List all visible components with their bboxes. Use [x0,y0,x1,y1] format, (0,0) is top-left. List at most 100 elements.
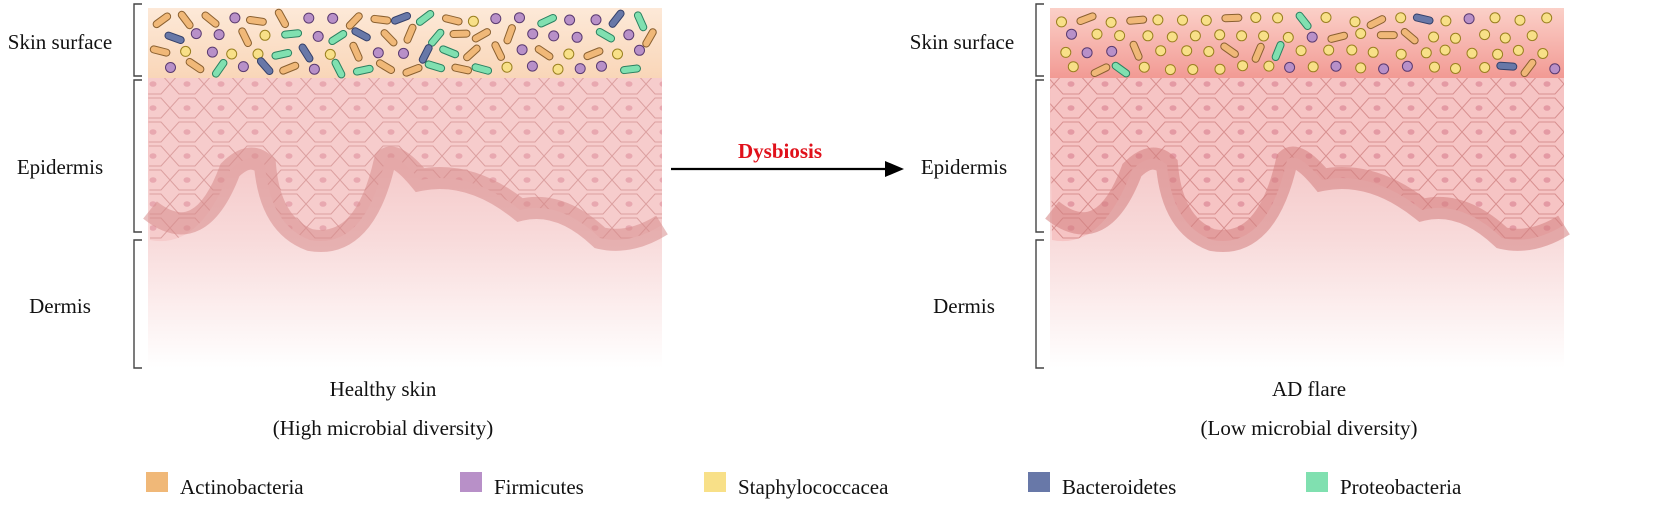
bacterium-firmicutes [564,14,576,26]
bacterium-firmicutes [1378,63,1390,75]
left-bracket-dermis [133,239,142,369]
legend-swatch-firmicutes [460,472,482,492]
bacterium-actinobacteria [370,14,392,25]
bacterium-firmicutes [229,12,241,24]
bacterium-actinobacteria [491,41,506,61]
left-panel: Skin surface Epidermis Dermis Healthy sk… [8,3,668,440]
bacterium-staphylococcacea [1323,44,1335,56]
bacterium-staphylococcacea [1514,14,1526,26]
bacterium-actinobacteria [1327,31,1349,43]
left-subcaption: (High microbial diversity) [273,416,493,440]
bacterium-staphylococcacea [1152,14,1164,26]
bacterium-staphylococcacea [1056,16,1067,28]
bacterium-firmicutes [213,29,225,41]
left-bracket-epidermis [133,79,142,233]
bacterium-proteobacteria [271,48,293,60]
bacterium-bacteroidetes [390,11,412,25]
bacterium-proteobacteria [331,58,346,79]
bacterium-staphylococcacea [1367,46,1379,58]
bacterium-staphylococcacea [1355,62,1367,74]
bacterium-staphylococcacea [1263,60,1275,72]
bacterium-staphylococcacea [1189,30,1201,42]
bacterium-actinobacteria [380,29,398,47]
bacterium-firmicutes [1066,28,1077,40]
legend-swatch-staphylococcacea [704,472,726,492]
bacterium-actinobacteria [349,41,363,62]
bacterium-actinobacteria [1366,15,1387,30]
bacterium-firmicutes [596,60,607,72]
right-label-skin-surface: Skin surface [910,30,1014,54]
bacterium-staphylococcacea [1187,64,1199,75]
bacterium-actinobacteria [152,12,172,29]
bacterium-staphylococcacea [1440,15,1452,27]
bacterium-bacteroidetes [298,43,314,63]
bacterium-actinobacteria [503,24,516,45]
bacterium-staphylococcacea [1512,44,1524,56]
bacterium-staphylococcacea [1142,30,1154,42]
bacterium-proteobacteria [211,58,228,78]
bacterium-staphylococcacea [1282,31,1294,43]
bacterium-staphylococcacea [467,15,479,27]
dysbiosis-arrow-head [885,161,904,177]
bacterium-firmicutes [165,62,176,73]
bacterium-staphylococcacea [1466,47,1478,59]
bacterium-proteobacteria [424,60,446,73]
bacterium-staphylococcacea [1479,29,1491,41]
bacterium-firmicutes [303,12,315,24]
right-bracket-dermis [1035,239,1044,369]
left-label-epidermis: Epidermis [17,155,103,179]
bacterium-staphylococcacea [1181,45,1193,57]
legend-item-bacteroidetes: Bacteroidetes [1028,472,1176,499]
bacterium-actinobacteria [402,63,423,77]
bacterium-staphylococcacea [612,48,623,60]
bacterium-firmicutes [398,47,409,59]
bacterium-staphylococcacea [1420,47,1432,59]
bacterium-staphylococcacea [1492,48,1504,60]
bacterium-staphylococcacea [226,48,238,60]
legend-label-firmicutes: Firmicutes [494,475,584,499]
right-subcaption: (Low microbial diversity) [1201,416,1418,440]
bacterium-staphylococcacea [1395,48,1407,60]
bacterium-proteobacteria [415,9,435,26]
bacterium-staphylococcacea [501,61,513,73]
bacterium-staphylococcacea [1295,45,1307,57]
bacterium-proteobacteria [633,11,648,32]
left-label-skin-surface: Skin surface [8,30,112,54]
bacterium-staphylococcacea [1155,45,1167,57]
bacterium-actinobacteria [441,14,463,26]
bacterium-firmicutes [574,63,586,75]
right-bracket-surface [1035,3,1044,77]
bacterium-staphylococcacea [1236,30,1248,42]
legend-label-actinobacteria: Actinobacteria [180,475,304,499]
bacterium-staphylococcacea [1307,61,1319,73]
bacterium-actinobacteria [274,8,290,29]
bacterium-staphylococcacea [552,63,564,75]
bacterium-actinobacteria [403,23,417,44]
bacterium-staphylococcacea [1499,32,1511,44]
bacterium-actinobacteria [1090,63,1111,78]
bacterium-staphylococcacea [1091,28,1103,40]
bacterium-actinobacteria [149,45,171,57]
bacterium-firmicutes [372,47,384,59]
bacterium-actinobacteria [1376,31,1398,40]
bacterium-staphylococcacea [1272,12,1284,24]
dysbiosis-label: Dysbiosis [738,139,822,163]
bacterium-actinobacteria [583,47,604,61]
bacterium-actinobacteria [1220,42,1239,58]
bacterium-staphylococcacea [1450,63,1461,74]
bacterium-proteobacteria [352,64,374,76]
bacterium-staphylococcacea [1200,14,1212,26]
bacterium-actinobacteria [451,63,473,75]
legend-swatch-bacteroidetes [1028,472,1050,492]
bacterium-firmicutes [527,28,539,40]
bacterium-staphylococcacea [1114,30,1126,42]
bacterium-actinobacteria [1251,42,1265,63]
bacterium-actinobacteria [279,61,300,75]
bacterium-proteobacteria [537,13,557,28]
bacterium-firmicutes [308,63,320,75]
bacterium-firmicutes [206,46,218,58]
legend-swatch-proteobacteria [1306,472,1328,492]
bacterium-firmicutes [190,28,202,40]
bacterium-staphylococcacea [1526,30,1538,42]
